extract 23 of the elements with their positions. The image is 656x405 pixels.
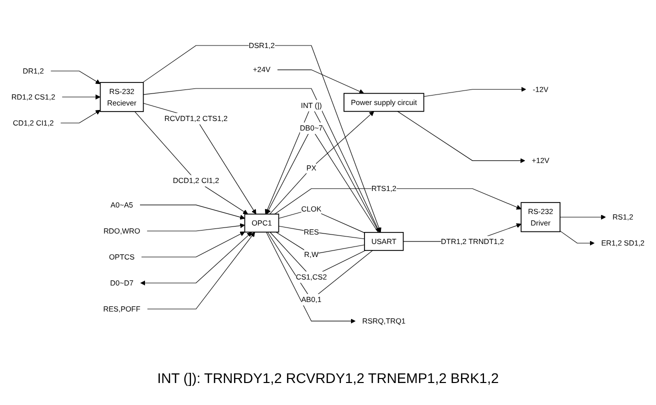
arrow (270, 111, 374, 214)
arrow (397, 111, 526, 164)
arrow (146, 223, 245, 232)
arrow (560, 230, 595, 246)
connector (278, 226, 365, 240)
arrow (424, 86, 526, 97)
arrow (60, 110, 101, 124)
arrow (134, 111, 248, 214)
arrow (274, 188, 522, 214)
arrow (277, 70, 364, 94)
arrow (140, 232, 252, 286)
footnote: INT (]): TRNRDY1,2 RCVRDY1,2 TRNEMP1,2 BRK1,2 (157, 370, 499, 386)
arrow (146, 232, 256, 310)
arrow (62, 94, 101, 100)
arrow (266, 232, 356, 324)
arrow (560, 214, 606, 220)
arrow (140, 204, 245, 220)
arrow (141, 232, 245, 258)
arrow (142, 45, 382, 233)
arrow (50, 70, 101, 84)
arrow (143, 88, 380, 233)
arrow (143, 102, 256, 214)
connector (276, 232, 365, 255)
